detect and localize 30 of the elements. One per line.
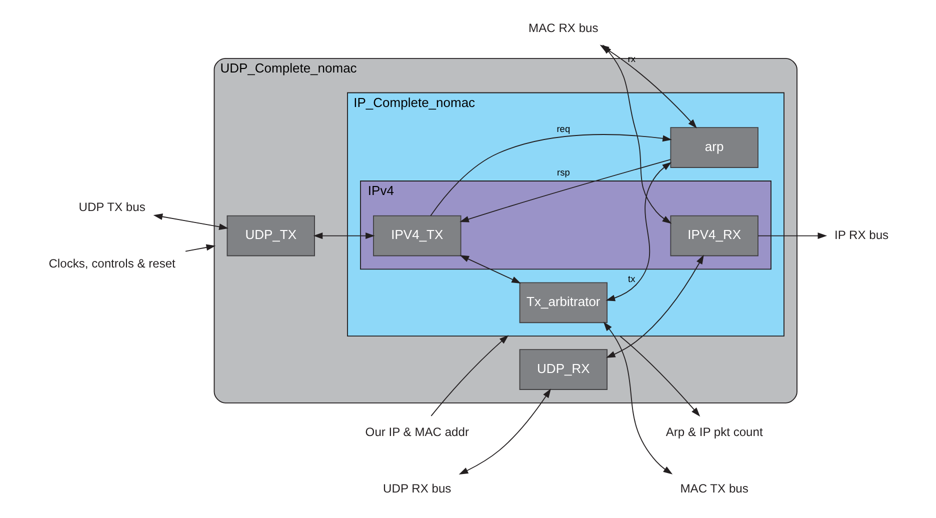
node-text: Clocks, controls & reset (48, 256, 176, 271)
arrow (460, 159, 671, 222)
node-box: UDP_RX (519, 349, 608, 390)
arrow (603, 322, 673, 474)
edge-label: tx (628, 274, 636, 284)
node-box: arp (670, 127, 758, 168)
arrow (458, 388, 551, 475)
node-text: Arp & IP pkt count (666, 424, 763, 439)
arrow (460, 255, 521, 284)
edge-label: rsp (556, 167, 570, 178)
edge-label: req (556, 124, 570, 134)
arrow (620, 336, 700, 417)
arrow (430, 335, 509, 416)
node-text: IP RX bus (834, 228, 889, 242)
node-box: Tx_arbitrator (519, 282, 608, 324)
node-text: Our IP & MAC addr (365, 424, 469, 439)
arrow (758, 232, 828, 240)
arrow (313, 232, 375, 240)
arrow (606, 162, 672, 302)
node-box: IPV4_RX (670, 215, 758, 256)
arrow (153, 213, 228, 230)
node-text: MAC TX bus (680, 481, 748, 496)
node-box: IPV4_TX (373, 215, 462, 256)
arrow (606, 254, 704, 358)
arrow (185, 244, 216, 252)
arrow (430, 134, 672, 216)
node-text: MAC RX bus (528, 20, 598, 35)
node-text: UDP RX bus (383, 481, 452, 496)
node-box: UDP_TX (226, 215, 315, 256)
node-text: UDP TX bus (78, 200, 146, 214)
